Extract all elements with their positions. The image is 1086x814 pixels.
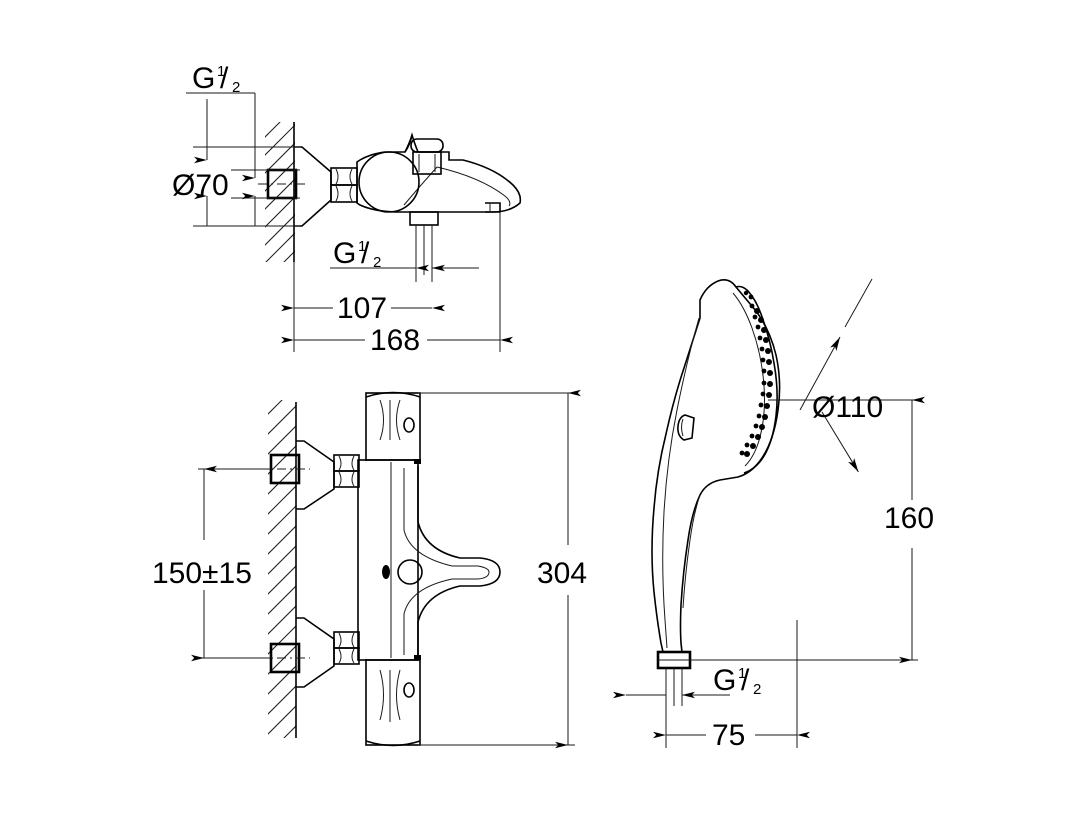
view-bath-spout: G 1 / 2 Ø70 G 1 / 2 107 <box>172 62 522 357</box>
label-g-half-top-den: 2 <box>232 79 240 96</box>
dimension-107: 107 <box>281 262 445 325</box>
dimension-g-half-hose: G 1 / 2 <box>613 664 761 699</box>
label-75: 75 <box>712 719 745 752</box>
label-g-half-outlet-den: 2 <box>373 254 381 271</box>
dimension-304: 304 <box>418 389 587 749</box>
handle-inner-line <box>662 317 700 649</box>
label-g-half-outlet-g: G <box>333 237 356 270</box>
label-diameter-110: Ø110 <box>812 391 883 424</box>
label-304: 304 <box>537 557 587 590</box>
dimension-diameter-110: Ø110 <box>768 278 918 473</box>
view-hand-shower: Ø110 160 G 1 / 2 75 <box>613 278 934 752</box>
spray-nozzles <box>739 290 773 457</box>
label-168: 168 <box>370 324 420 357</box>
spout-lip <box>485 202 501 213</box>
dimension-g-half-outlet: G 1 / 2 <box>330 225 479 282</box>
label-160: 160 <box>884 502 934 535</box>
dimension-150: 150±15 <box>152 465 271 662</box>
spray-face-rim <box>735 285 778 474</box>
diverter-pull-knob <box>410 138 444 175</box>
label-g-half-outlet-slash: / <box>361 237 370 270</box>
label-diameter-70: Ø70 <box>172 169 229 202</box>
dimension-75: 75 <box>653 620 810 752</box>
spray-face-inner <box>732 292 765 467</box>
label-g-half-top-g: G <box>192 62 215 95</box>
label-g-half-top-slash: / <box>220 62 229 95</box>
label-g-half-hose-slash: / <box>741 664 750 697</box>
volume-handle <box>365 659 421 747</box>
thermostat-handle <box>365 391 421 461</box>
label-g-half-hose-g: G <box>713 664 736 697</box>
mixer-spout-profile <box>417 466 501 656</box>
dimension-diameter-70: Ø70 <box>172 169 229 202</box>
label-g-half-hose-den: 2 <box>753 681 761 698</box>
union-nut-lower <box>333 631 360 665</box>
spray-selector-button <box>677 414 695 441</box>
dimension-168: 168 <box>281 212 513 357</box>
label-g-half-outlet-num: 1 <box>358 238 366 255</box>
hand-shower-outline <box>651 279 781 653</box>
label-107: 107 <box>337 292 387 325</box>
view-thermostatic-mixer: 150±15 304 <box>152 389 587 749</box>
indicator-marker <box>382 565 390 579</box>
label-g-half-hose-num: 1 <box>738 665 746 682</box>
dimension-g-half-top: G 1 / 2 <box>186 62 300 227</box>
aerator-circle <box>397 559 423 585</box>
label-g-half-top-num: 1 <box>217 63 225 80</box>
dimension-160: 160 <box>690 396 934 664</box>
union-nut-upper <box>333 454 360 488</box>
spout-inner-contour <box>436 166 511 207</box>
diverter-knob-circle <box>358 151 420 213</box>
label-150: 150±15 <box>152 557 252 590</box>
